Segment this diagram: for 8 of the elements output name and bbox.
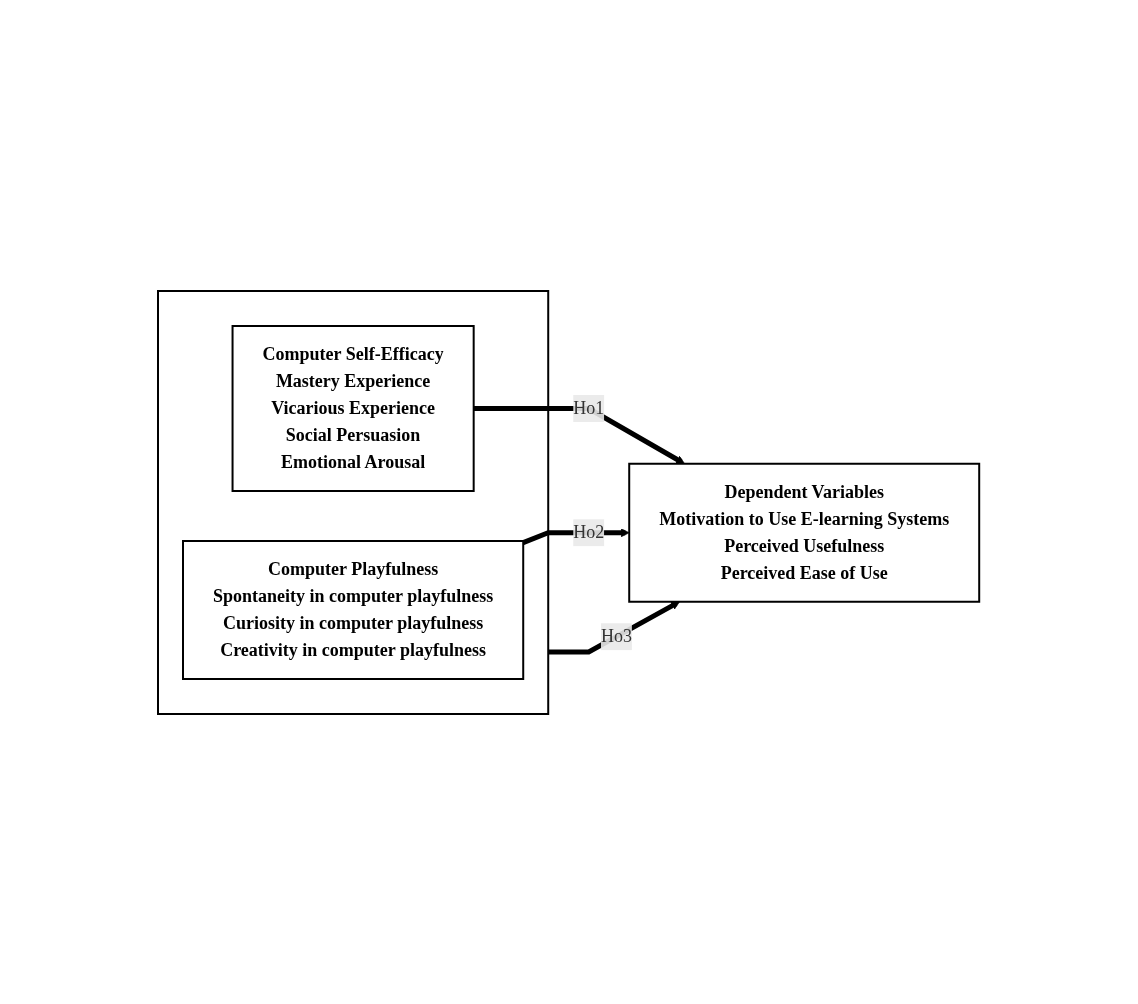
cluster — [157, 289, 550, 715]
node-box: Computer Playfulness Spontaneity in computer playfulness Curiosity in computer playfulness Creativity in computer playfulness — [182, 539, 525, 680]
edge-label: Ho2 — [573, 521, 605, 542]
edge-label: Ho1 — [573, 397, 605, 418]
node-box: Dependent Variables Motivation to Use E-learning Systems Perceived Usefulness Perceived Ease of Use — [628, 462, 981, 603]
node-box: Computer Self-Efficacy Mastery Experience Vicarious Experience Social Persuasion Emotional Arousal — [231, 324, 476, 492]
edge-label: Ho3 — [601, 625, 633, 646]
arrow — [548, 600, 681, 654]
